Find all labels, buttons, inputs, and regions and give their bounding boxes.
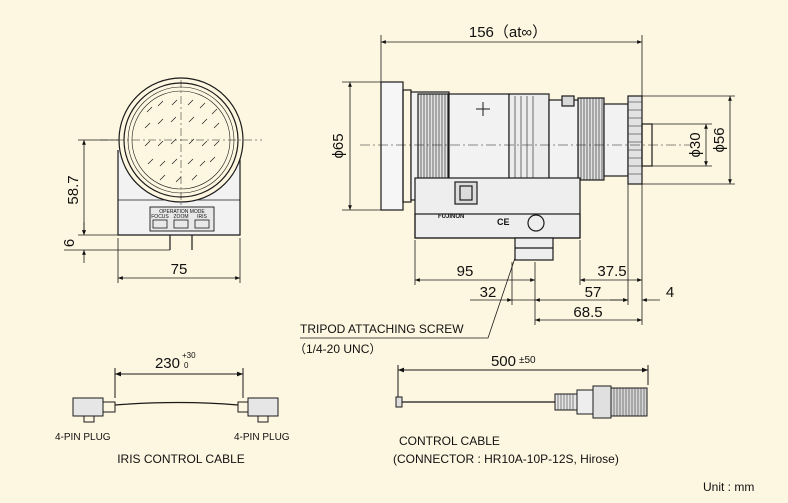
operation-mode-label: OPERATION MODE bbox=[159, 209, 205, 215]
tripod-screw-spec: （1/4-20 UNC） bbox=[294, 342, 381, 356]
iris-tol-upper: +30 bbox=[182, 351, 196, 360]
mount-diameter-label: ϕ30 bbox=[687, 132, 704, 157]
overall-length-label: 156（at∞） bbox=[469, 24, 547, 41]
dim-68-5-label: 68.5 bbox=[573, 304, 602, 321]
zoom-switch-label: ZOOM bbox=[174, 214, 189, 220]
iris-cable-drawing bbox=[72, 368, 279, 423]
unit-label: Unit : mm bbox=[703, 480, 754, 494]
control-cable-drawing bbox=[395, 365, 649, 419]
control-length-label: 500 bbox=[491, 353, 516, 370]
iris-tol-lower: 0 bbox=[184, 361, 189, 370]
iris-length-label: 230 bbox=[155, 355, 180, 372]
dim-32-label: 32 bbox=[480, 284, 497, 301]
offset-6-label: 6 bbox=[61, 239, 78, 247]
focus-switch-label: FOCUS bbox=[151, 214, 169, 220]
iris-switch-label: IRIS bbox=[197, 214, 207, 220]
side-view bbox=[360, 81, 690, 261]
width-75-label: 75 bbox=[171, 261, 188, 278]
control-tolerance-label: ±50 bbox=[519, 355, 536, 366]
height-58-7-label: 58.7 bbox=[65, 175, 82, 204]
front-diameter-label: ϕ65 bbox=[330, 133, 347, 158]
connector-spec: (CONNECTOR : HR10A-10P-12S, Hirose) bbox=[393, 452, 619, 466]
side-dimensions bbox=[300, 35, 735, 339]
left-plug-label: 4-PIN PLUG bbox=[55, 432, 111, 443]
dim-95-label: 95 bbox=[457, 263, 474, 280]
dim-4-label: 4 bbox=[666, 284, 674, 301]
focus-ring-ribs bbox=[420, 94, 446, 184]
right-plug-label: 4-PIN PLUG bbox=[234, 432, 290, 443]
ce-mark: CE bbox=[497, 217, 510, 227]
control-cable-caption: CONTROL CABLE bbox=[399, 434, 500, 448]
rear-diameter-label: ϕ56 bbox=[711, 127, 728, 152]
dim-37-5-label: 37.5 bbox=[597, 263, 626, 280]
tripod-screw-label: TRIPOD ATTACHING SCREW bbox=[300, 322, 464, 336]
glass-hatch bbox=[144, 99, 220, 183]
dim-57-label: 57 bbox=[585, 284, 602, 301]
front-view bbox=[100, 77, 262, 250]
brand-label: FUJINON bbox=[438, 214, 464, 220]
front-dimensions bbox=[64, 139, 241, 283]
iris-cable-caption: IRIS CONTROL CABLE bbox=[117, 452, 245, 466]
